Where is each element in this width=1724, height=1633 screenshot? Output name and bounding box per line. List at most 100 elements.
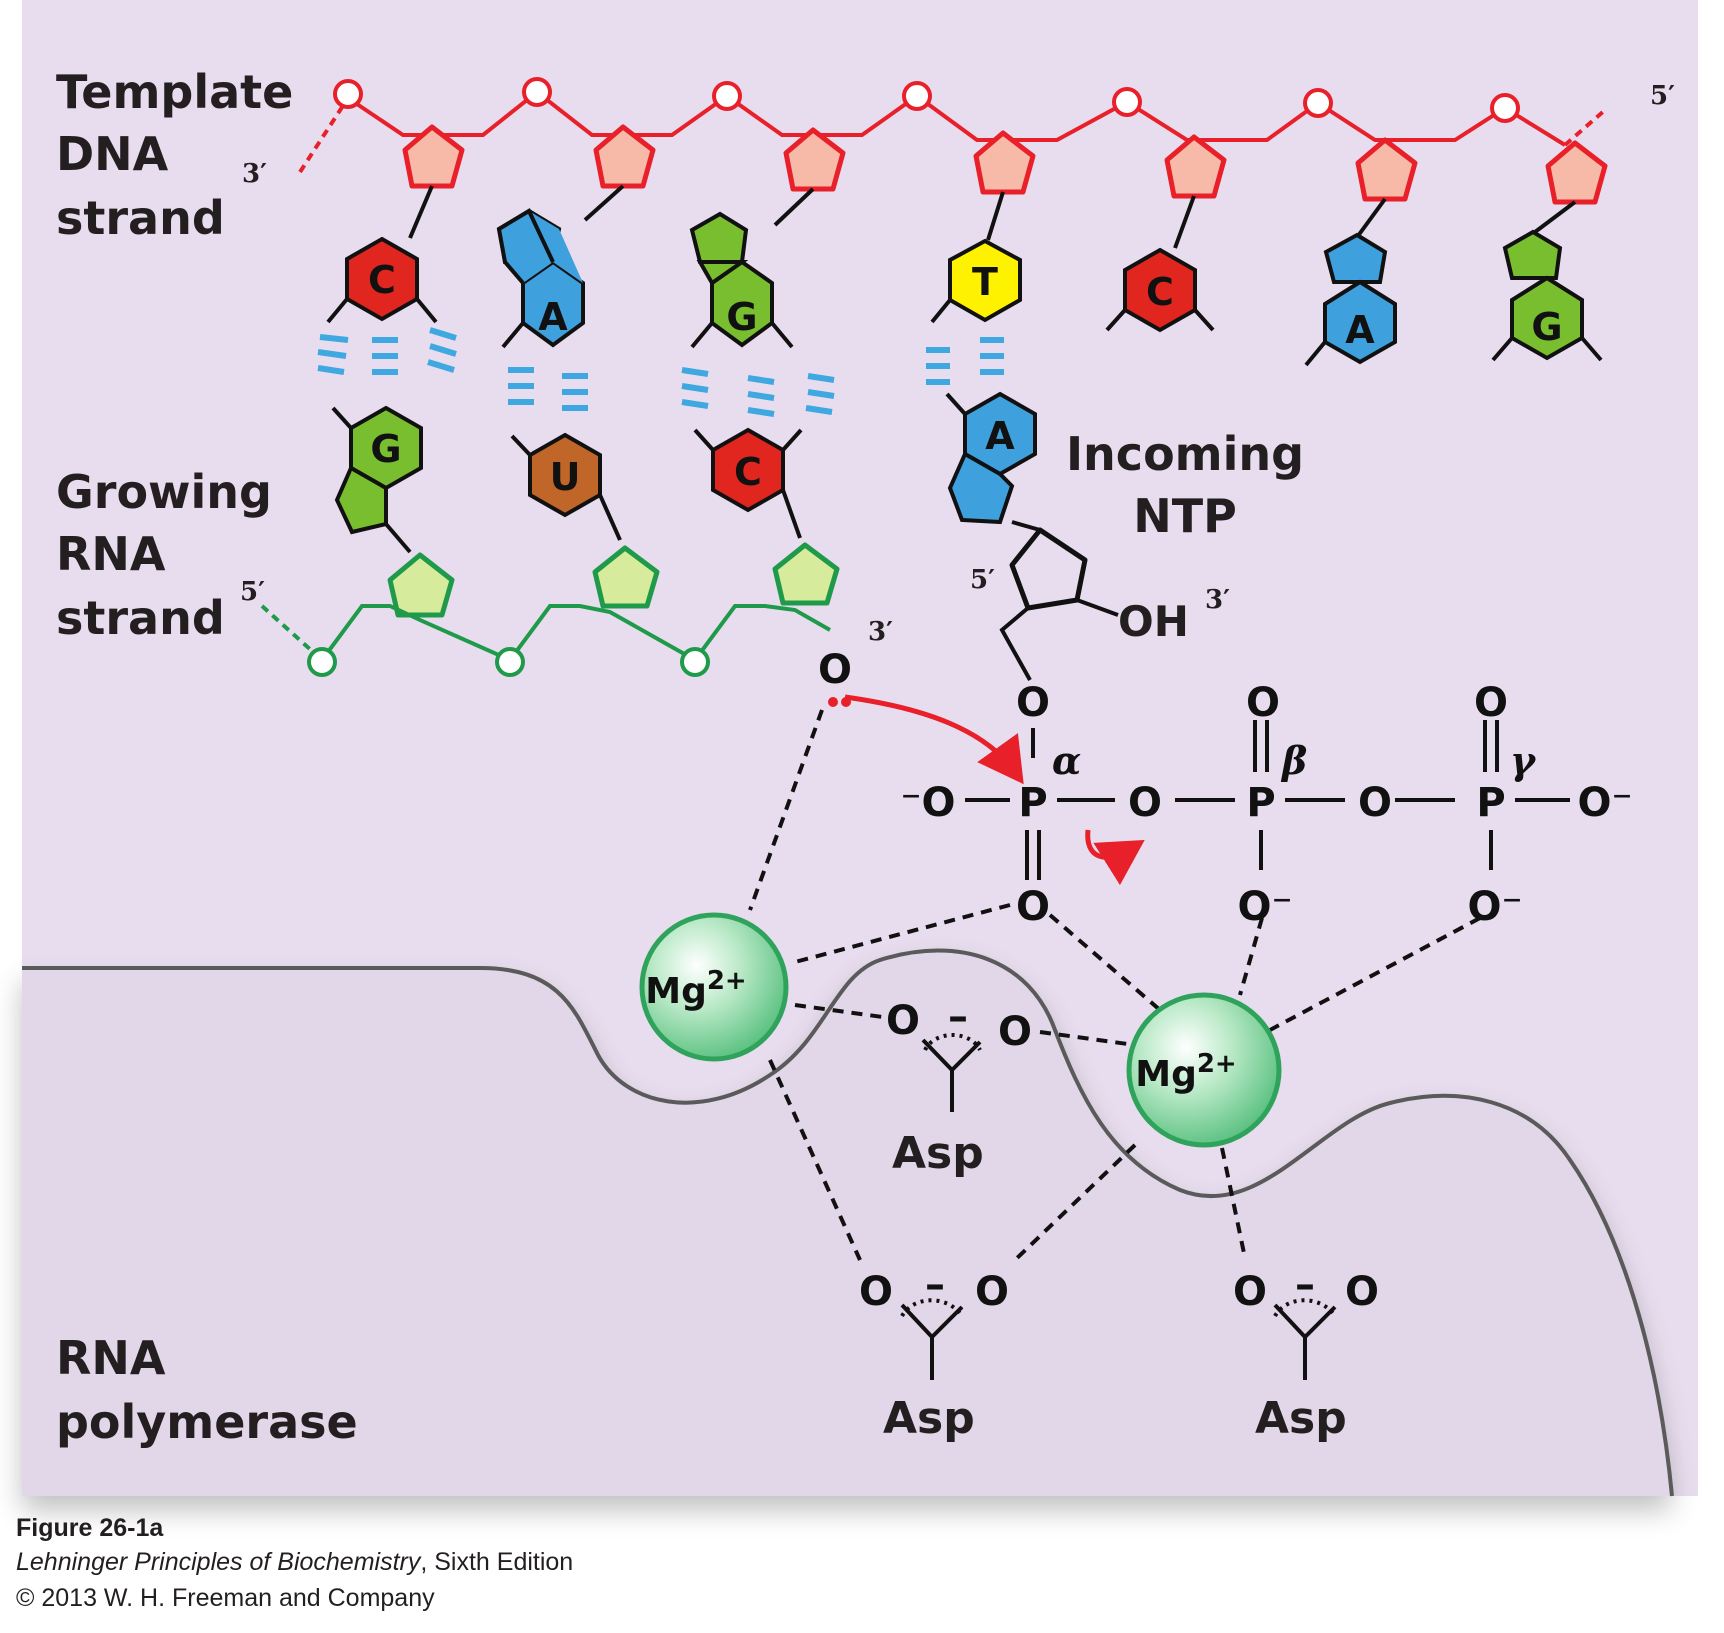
asp-label: Asp (892, 1128, 984, 1179)
gamma-label: γ (1510, 738, 1537, 783)
base-letter: C (734, 450, 762, 494)
lone-pair (828, 697, 851, 707)
svg-text:polymerase: polymerase (56, 1395, 358, 1449)
svg-text:Incoming: Incoming (1066, 427, 1304, 481)
gamma-o-minus-2: O⁻ (1467, 884, 1522, 930)
svg-text:NTP: NTP (1133, 489, 1237, 543)
beta-oxo: O (1246, 680, 1280, 726)
svg-text:RNA: RNA (56, 527, 166, 581)
asp-o: O (1345, 1269, 1379, 1315)
base-letter: G (370, 427, 401, 471)
book-edition: , Sixth Edition (420, 1548, 574, 1576)
asp-minus: – (1295, 1262, 1315, 1308)
rna-base-2: U (510, 432, 602, 518)
asp-label: Asp (883, 1393, 975, 1444)
rna-base-3: C (693, 427, 803, 513)
asp-o: O (998, 1009, 1032, 1055)
base-letter: A (985, 414, 1015, 458)
ntp-sugar (999, 520, 1119, 681)
p-gamma: P (1476, 780, 1505, 826)
gamma-oxo: O (1474, 680, 1508, 726)
asp-o: O (1233, 1269, 1267, 1315)
base-letter: G (726, 295, 757, 339)
alpha-o-minus: ⁻O (900, 780, 955, 826)
svg-text:Template: Template (56, 65, 293, 119)
p-beta: P (1246, 780, 1275, 826)
base-letter: A (538, 295, 568, 339)
mg-charge: 2+ (1197, 1049, 1237, 1079)
rna-glycosidic-bonds (384, 489, 802, 554)
template-base-7: G (1491, 229, 1603, 362)
coordination-bonds (748, 709, 1481, 1262)
rna-3prime: 3′ (868, 617, 893, 647)
copyright: © 2013 W. H. Freeman and Company (16, 1584, 435, 1612)
template-base-4: T (930, 238, 1022, 324)
mg-symbol: Mg (1135, 1054, 1197, 1095)
mg-ion-left: Mg2+ (639, 912, 789, 1062)
rna-backbone (260, 604, 831, 663)
asp-bottom-right: O O – Asp (1233, 1262, 1379, 1444)
beta-o-minus: O⁻ (1237, 884, 1292, 930)
rna-sugars (387, 542, 840, 618)
incoming-ntp-label: Incoming NTP (1066, 427, 1304, 543)
svg-text:Mg2+: Mg2+ (645, 966, 746, 1012)
mg-charge: 2+ (707, 966, 747, 996)
base-letter: G (1531, 305, 1562, 349)
template-base-5: C (1105, 247, 1215, 333)
incoming-base: A (945, 391, 1037, 525)
base-letter: C (1146, 270, 1174, 314)
dna-5prime: 5′ (1650, 81, 1675, 111)
polymerase-surface (22, 950, 1672, 1496)
phosphate-bonds (965, 720, 1570, 880)
template-base-6: A (1304, 232, 1397, 367)
asp-o: O (859, 1269, 893, 1315)
rna-strand-label: Growing RNA strand (56, 465, 272, 645)
asp-bottom-left: O O – Asp (859, 1262, 1009, 1444)
beta-label: β (1280, 738, 1307, 783)
template-base-2: A (496, 208, 585, 349)
svg-text:RNA: RNA (56, 1331, 166, 1385)
polymerase-label: RNA polymerase (56, 1331, 358, 1449)
polymerase-outline (22, 948, 1674, 1497)
figure-title: Figure 26-1a (16, 1514, 164, 1542)
ntp-3prime: 3′ (1205, 585, 1230, 615)
base-letter: U (550, 455, 581, 499)
alpha-beta-oxygen: O (1128, 780, 1162, 826)
bridge-oxygen: O (1016, 680, 1050, 726)
dna-glycosidic-bonds (408, 184, 1577, 249)
asp-o: O (975, 1269, 1009, 1315)
ntp-oh: OH (1118, 597, 1189, 646)
rna-phosphates (307, 647, 710, 677)
alpha-label: α (1052, 738, 1081, 783)
phosphate-atoms: O O O O ⁻O P O P O P O⁻ O O⁻ O⁻ α β γ (818, 647, 1633, 930)
asp-o: O (886, 998, 920, 1044)
template-base-1: C (326, 236, 438, 324)
mg-ion-right: Mg2+ (1126, 992, 1282, 1148)
dna-3prime: 3′ (242, 159, 267, 189)
alpha-oxo: O (1016, 884, 1050, 930)
base-letter: T (972, 260, 998, 304)
base-letter: A (1345, 308, 1375, 352)
asp-middle: O O – Asp (886, 994, 1032, 1179)
attack-arrow (844, 694, 1024, 785)
svg-text:DNA: DNA (56, 127, 169, 181)
svg-text:Growing: Growing (56, 465, 272, 519)
gamma-o-minus: O⁻ (1577, 780, 1632, 826)
rna-base-1: G (331, 405, 423, 535)
attacking-oxygen: O (818, 647, 852, 693)
template-strand-label: Template DNA strand (56, 65, 293, 245)
asp-minus: – (948, 994, 968, 1040)
book-title: Lehninger Principles of Biochemistry (16, 1548, 421, 1576)
leaving-arrow (1085, 829, 1145, 886)
dna-phosphates (333, 77, 1520, 123)
beta-gamma-oxygen: O (1358, 780, 1392, 826)
svg-text:Mg2+: Mg2+ (1135, 1049, 1236, 1095)
svg-text:strand: strand (56, 191, 225, 245)
svg-text:strand: strand (56, 591, 225, 645)
asp-label: Asp (1255, 1393, 1347, 1444)
p-alpha: P (1018, 780, 1047, 826)
asp-minus: – (925, 1262, 945, 1308)
hydrogen-bonds (317, 327, 1004, 417)
mg-symbol: Mg (645, 971, 707, 1012)
